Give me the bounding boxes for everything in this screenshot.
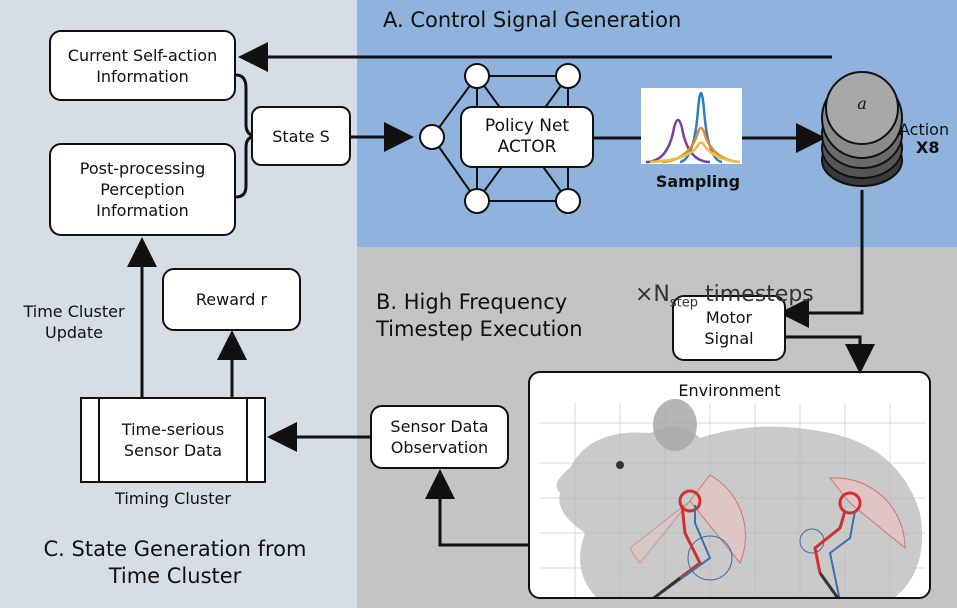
arrow-environment-to-sensor bbox=[425, 469, 528, 547]
timing-cluster-bar-left bbox=[98, 399, 100, 481]
timesteps-suffix: timesteps bbox=[698, 282, 814, 307]
post-processing-box: Post-processing Perception Information bbox=[49, 143, 236, 236]
time-cluster-update-label: Time Cluster Update bbox=[23, 302, 125, 342]
policy-net-box: Policy Net ACTOR bbox=[460, 106, 594, 168]
motor-signal-box: Motor Signal bbox=[672, 295, 786, 361]
environment-label: Environment bbox=[678, 381, 781, 400]
current-self-action-box: Current Self-action Information bbox=[49, 30, 236, 101]
mouse-ear bbox=[653, 399, 697, 451]
mouse-eye bbox=[616, 461, 624, 469]
sensor-observation-box: Sensor Data Observation bbox=[370, 405, 509, 469]
environment-illustration bbox=[540, 399, 925, 597]
timing-cluster-label: Timing Cluster bbox=[115, 489, 231, 508]
arrow-action-to-motor bbox=[779, 190, 864, 328]
action-stack bbox=[821, 71, 903, 187]
action-symbol: a bbox=[857, 94, 867, 113]
section-b-title: B. High Frequency Timestep Execution bbox=[376, 290, 583, 341]
arrow-motor-to-environment bbox=[786, 335, 875, 374]
time-serious-label: Time-serious Sensor Data bbox=[121, 420, 225, 460]
action-label: Action bbox=[899, 120, 950, 139]
timesteps-label: ×Nstep timesteps bbox=[635, 257, 814, 310]
environment-panel bbox=[528, 371, 931, 599]
sampling-label: Sampling bbox=[655, 172, 741, 191]
timing-cluster-bar-right bbox=[246, 399, 248, 481]
sampling-distributions bbox=[641, 88, 742, 164]
timesteps-prefix: ×N bbox=[635, 282, 670, 307]
state-box: State S bbox=[251, 106, 351, 166]
section-c-title: C. State Generation from Time Cluster bbox=[43, 537, 307, 588]
time-serious-sensor-box: Time-serious Sensor Data bbox=[80, 397, 266, 483]
section-a-title: A. Control Signal Generation bbox=[383, 8, 682, 32]
action-count-label: X8 bbox=[916, 138, 940, 157]
reward-box: Reward r bbox=[162, 268, 301, 331]
timesteps-subscript: step bbox=[669, 295, 699, 311]
